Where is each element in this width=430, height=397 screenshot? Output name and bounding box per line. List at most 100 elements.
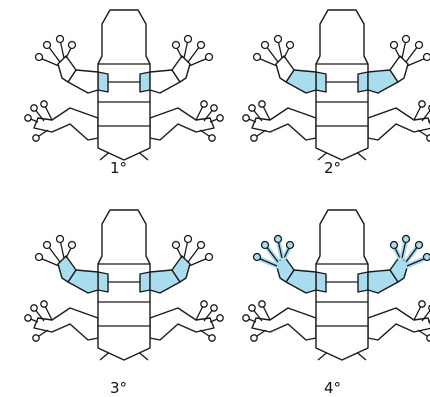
left-front-limb — [36, 236, 109, 294]
right-finger — [407, 58, 426, 66]
right-hind-toe-tip — [419, 101, 425, 107]
left-finger-tip — [57, 36, 64, 43]
left-finger — [258, 58, 277, 66]
left-hind-toe-tip — [259, 301, 265, 307]
right-hind-toe-tip — [209, 135, 215, 141]
left-finger-tip — [254, 54, 261, 61]
left-finger — [40, 58, 59, 66]
right-hind-toe-tip — [211, 305, 217, 311]
left-hind-toe-tip — [33, 335, 39, 341]
left-finger-tip — [275, 236, 282, 243]
right-finger-tip — [185, 236, 192, 243]
left-arm — [316, 72, 326, 92]
left-finger-tip — [254, 254, 261, 261]
left-finger-tip — [44, 42, 51, 49]
left-finger-tip — [287, 242, 294, 249]
panel-label-2: 2° — [324, 159, 341, 177]
frog-panel-2 — [243, 10, 430, 160]
right-finger-tip — [198, 42, 205, 49]
right-finger-tip — [424, 254, 430, 261]
right-finger-tip — [416, 242, 423, 249]
left-hind-toe-tip — [41, 101, 47, 107]
frog-panel-4 — [243, 210, 430, 360]
panel-label-4: 4° — [324, 379, 341, 397]
right-finger-tip — [185, 36, 192, 43]
left-finger-tip — [57, 236, 64, 243]
right-finger — [189, 58, 208, 66]
left-front-limb — [254, 236, 327, 294]
right-finger — [188, 46, 200, 62]
right-hind-leg — [368, 308, 430, 340]
left-finger-tip — [69, 42, 76, 49]
left-finger-tip — [69, 242, 76, 249]
left-finger-tip — [36, 54, 43, 61]
left-finger-tip — [275, 36, 282, 43]
left-hind-toe-tip — [33, 135, 39, 141]
right-finger-tip — [206, 54, 213, 61]
right-finger-tip — [173, 242, 180, 249]
right-front-limb — [140, 36, 213, 94]
right-front-limb — [358, 236, 430, 294]
left-finger — [48, 246, 60, 262]
left-hind-toe-tip — [31, 105, 37, 111]
right-finger-tip — [416, 42, 423, 49]
right-hind-toe-tip — [217, 115, 223, 121]
left-hind-toe-tip — [25, 315, 31, 321]
right-hind-toe-tip — [419, 301, 425, 307]
right-arm — [140, 72, 150, 92]
right-finger-tip — [206, 254, 213, 261]
right-finger-tip — [173, 42, 180, 49]
right-finger — [188, 246, 200, 262]
right-finger-tip — [391, 242, 398, 249]
right-arm — [358, 272, 368, 292]
right-hind-toe-tip — [209, 335, 215, 341]
left-hind-toe-tip — [41, 301, 47, 307]
left-hind-leg — [252, 308, 316, 340]
left-finger — [40, 258, 59, 266]
right-finger-tip — [403, 236, 410, 243]
left-hind-toe-tip — [243, 315, 249, 321]
right-hind-toe-tip — [201, 301, 207, 307]
left-arm — [98, 272, 108, 292]
left-front-limb — [254, 36, 327, 94]
right-finger-tip — [424, 54, 430, 61]
panel-label-1: 1° — [110, 159, 127, 177]
left-hind-toe-tip — [25, 115, 31, 121]
left-hind-leg — [252, 108, 316, 140]
left-arm — [98, 72, 108, 92]
left-finger-tip — [287, 42, 294, 49]
left-hind-leg — [34, 308, 98, 340]
right-finger — [406, 46, 418, 62]
right-hind-toe-tip — [217, 315, 223, 321]
right-finger-tip — [198, 242, 205, 249]
right-front-limb — [140, 236, 213, 294]
panel-label-3: 3° — [110, 379, 127, 397]
left-hind-toe-tip — [31, 305, 37, 311]
left-hind-toe-tip — [249, 105, 255, 111]
right-hind-toe-tip — [211, 105, 217, 111]
left-finger — [48, 46, 60, 62]
right-arm — [358, 72, 368, 92]
left-front-limb — [36, 36, 109, 94]
right-finger-tip — [391, 42, 398, 49]
left-hind-toe-tip — [251, 135, 257, 141]
frog-panel-3 — [25, 210, 223, 360]
left-hind-toe-tip — [249, 305, 255, 311]
left-hind-toe-tip — [243, 115, 249, 121]
left-hind-toe-tip — [251, 335, 257, 341]
left-finger-tip — [262, 242, 269, 249]
left-arm — [316, 272, 326, 292]
right-hind-leg — [150, 108, 214, 140]
right-front-limb — [358, 36, 430, 94]
right-arm — [140, 272, 150, 292]
left-finger-tip — [36, 254, 43, 261]
right-hind-leg — [368, 108, 430, 140]
right-finger — [189, 258, 208, 266]
left-finger-tip — [262, 42, 269, 49]
left-hind-leg — [34, 108, 98, 140]
left-finger-tip — [44, 242, 51, 249]
left-finger — [266, 46, 278, 62]
left-hind-toe-tip — [259, 101, 265, 107]
frog-panel-1 — [25, 10, 223, 160]
